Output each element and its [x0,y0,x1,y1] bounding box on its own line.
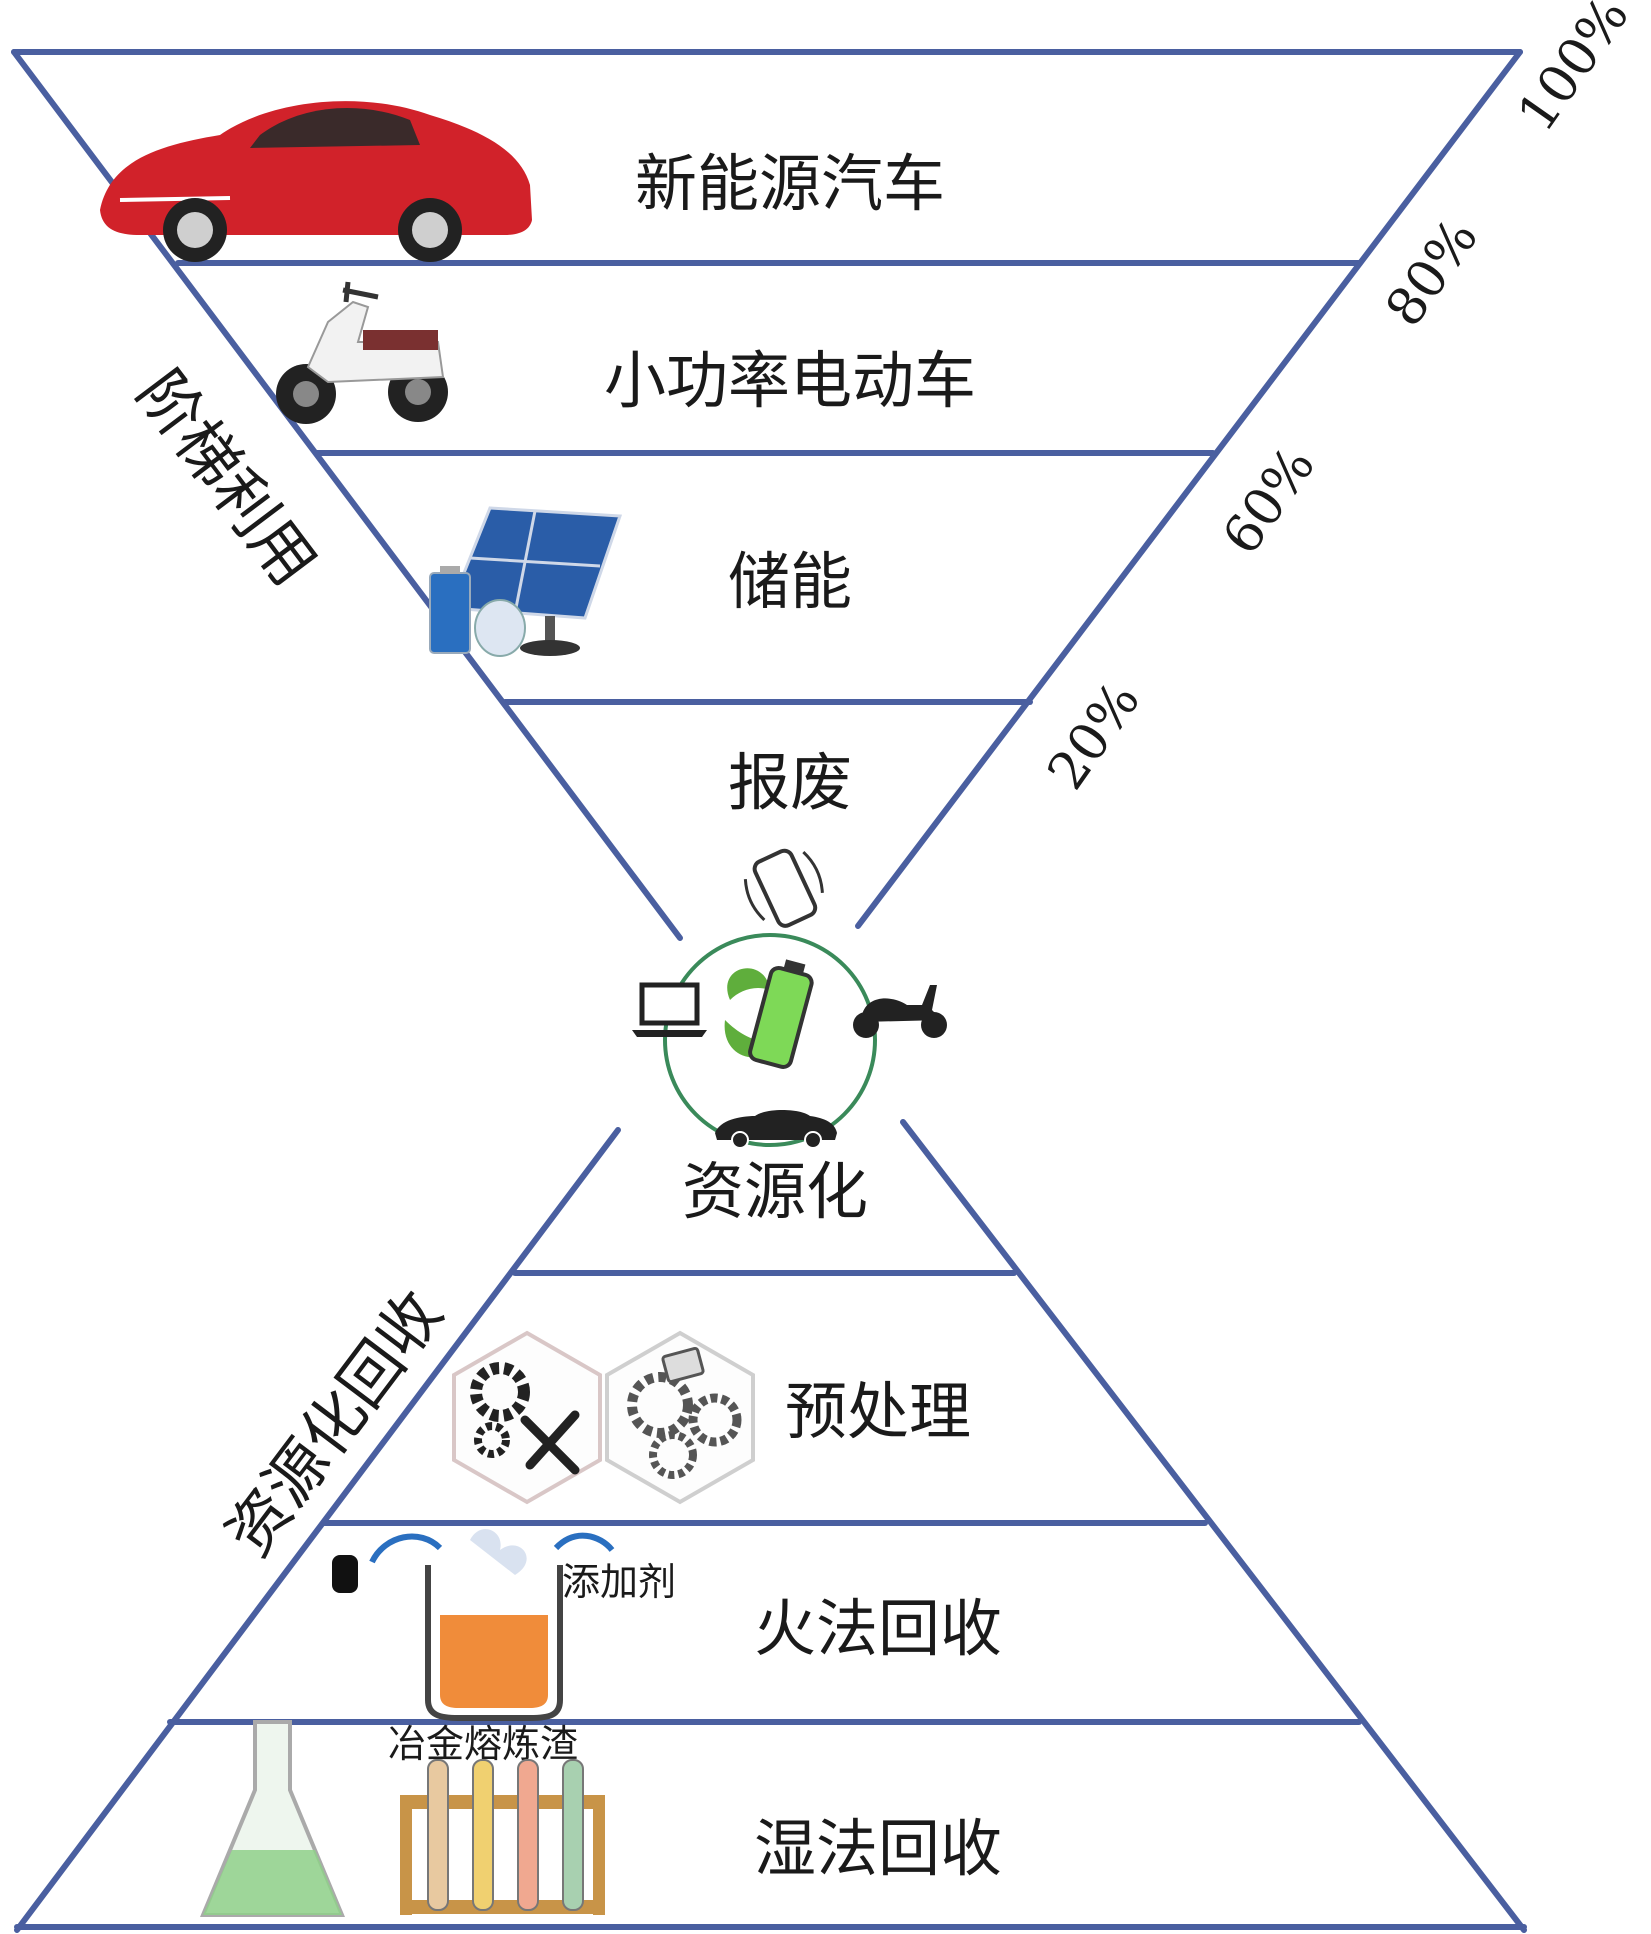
additive-label: 添加剂 [562,1560,676,1604]
gears-icon [454,1333,753,1502]
battery-leaf-icon [725,959,814,1068]
test-tube-rack-icon [400,1760,605,1915]
level-label-hydro: 湿法回收 [754,1812,1002,1885]
level-label-storage: 储能 [728,545,852,618]
funnel-right-side [858,52,1520,926]
scooter-icon [276,282,448,424]
battery-cell-icon [332,1555,358,1593]
smoke-icon [470,1529,527,1575]
motorbike-icon [853,985,947,1038]
solar-battery-icon [430,508,620,656]
level-label-small-ev: 小功率电动车 [604,344,976,417]
level-label-pretreatment: 预处理 [785,1375,971,1448]
arrow-icon [372,1537,440,1562]
center-label: 资源化 [682,1155,868,1228]
level-label-scrap: 报废 [728,746,852,819]
laptop-icon [632,985,707,1037]
phone-icon [737,841,833,935]
level-label-ev: 新能源汽车 [635,147,945,220]
pct-100: 100% [1506,0,1640,142]
furnace-icon [332,1529,612,1718]
car-icon [100,101,532,262]
pct-80: 80% [1374,208,1489,337]
pct-60: 60% [1211,436,1326,565]
arrow-icon [556,1536,612,1550]
level-label-pyro: 火法回收 [754,1592,1002,1665]
pct-20: 20% [1036,671,1151,800]
car-small-icon [715,1110,837,1148]
